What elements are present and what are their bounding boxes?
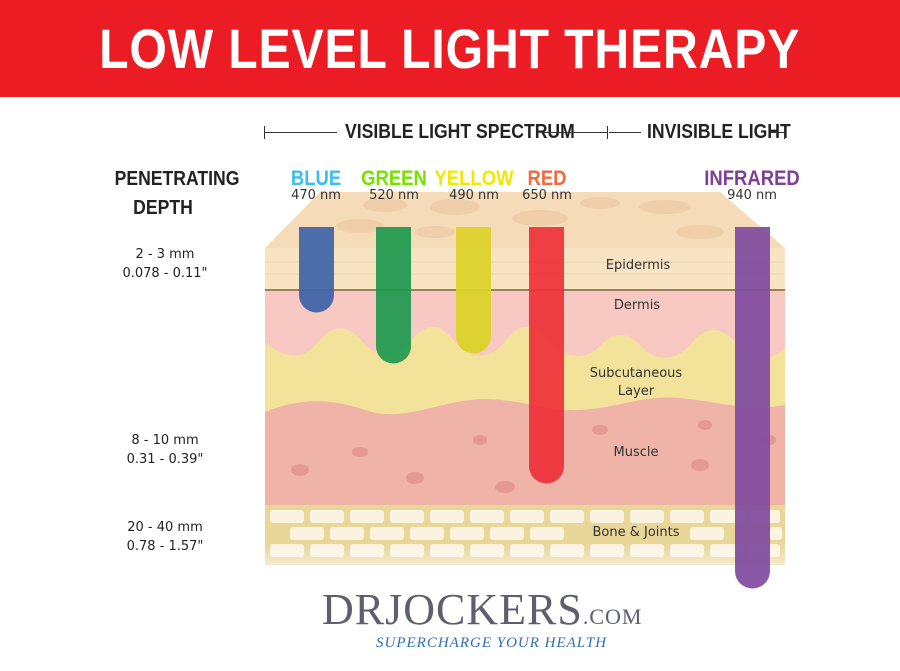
page-title: LOW LEVEL LIGHT THERAPY (99, 17, 801, 80)
infrared-light-bar (735, 227, 770, 589)
heading-line: PENETRATING (114, 168, 240, 190)
spectrum-tick-middle (607, 126, 608, 139)
penetration-bars (299, 227, 770, 589)
spectrum-tick-right (784, 126, 785, 139)
blue-light-bar (299, 227, 334, 313)
light-name-green: GREEN (361, 167, 427, 190)
depth-inches: 0.078 - 0.11" (122, 266, 208, 281)
depth-mm: 8 - 10 mm (131, 433, 199, 448)
subcutaneous-label: Subcutaneous Layer (590, 365, 682, 401)
visible-spectrum-label: VISIBLE LIGHT SPECTRUM (345, 121, 575, 143)
depth-mm: 2 - 3 mm (135, 247, 195, 262)
spectrum-line (265, 132, 337, 133)
wavelength-infrared: 940 nm (727, 188, 777, 203)
depth-medium: 8 - 10 mm 0.31 - 0.39" (100, 431, 230, 469)
label-line: Layer (617, 384, 655, 399)
muscle-layer (265, 397, 785, 505)
drjockers-logo[interactable]: DRJOCKERS.COM SUPERCHARGE YOUR HEALTH (322, 588, 642, 652)
spectrum-line (543, 132, 607, 133)
heading-line: DEPTH (133, 197, 193, 219)
depth-deep: 20 - 40 mm 0.78 - 1.57" (100, 518, 230, 556)
depth-shallow: 2 - 3 mm 0.078 - 0.11" (100, 245, 230, 283)
penetrating-depth-heading: PENETRATING DEPTH (114, 165, 240, 223)
depth-inches: 0.78 - 1.57" (126, 539, 204, 554)
logo-brand: DRJOCKERS (322, 585, 583, 634)
spectrum-line (609, 132, 641, 133)
logo-domain: .COM (582, 604, 643, 629)
red-light-bar (529, 227, 564, 484)
wavelength-yellow: 490 nm (449, 188, 499, 203)
green-light-bar (376, 227, 411, 364)
logo-wordmark: DRJOCKERS.COM (322, 588, 642, 639)
dermis-label: Dermis (613, 298, 661, 313)
wavelength-red: 650 nm (522, 188, 572, 203)
muscle-label: Muscle (613, 445, 659, 460)
label-line: Subcutaneous (589, 366, 683, 381)
logo-tagline: SUPERCHARGE YOUR HEALTH (376, 635, 608, 651)
light-name-blue: BLUE (290, 167, 342, 190)
depth-mm: 20 - 40 mm (127, 520, 203, 535)
light-name-red: RED (527, 167, 567, 190)
wavelength-blue: 470 nm (291, 188, 341, 203)
spectrum-line (771, 132, 784, 133)
bone-joints-label: Bone & Joints (592, 525, 680, 540)
bottom-fade (255, 545, 795, 585)
title-banner: LOW LEVEL LIGHT THERAPY (0, 0, 900, 97)
depth-inches: 0.31 - 0.39" (126, 452, 204, 467)
epidermis-layer (265, 248, 785, 290)
invisible-light-label: INVISIBLE LIGHT (647, 121, 791, 143)
light-name-yellow: YELLOW (434, 167, 514, 190)
spectrum-tick-left (264, 126, 265, 139)
skin-surface-pores (336, 197, 724, 239)
yellow-light-bar (456, 227, 491, 354)
wavelength-green: 520 nm (369, 188, 419, 203)
epidermis-label: Epidermis (605, 258, 671, 273)
light-name-infrared: INFRARED (704, 167, 800, 190)
